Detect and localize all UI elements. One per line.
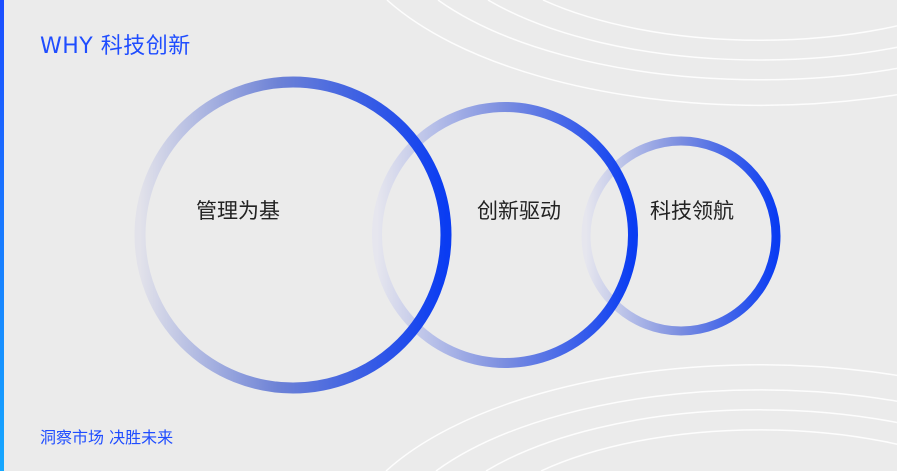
circle-label-2: 创新驱动 — [477, 199, 561, 223]
footer-tagline: 洞察市场 决胜未来 — [40, 428, 174, 447]
circle-label-1: 管理为基 — [196, 199, 280, 223]
page-title: WHY 科技创新 — [40, 34, 191, 59]
left-accent-bar — [0, 0, 4, 471]
decorative-arcs — [385, 0, 897, 471]
circle-label-3: 科技领航 — [650, 199, 734, 223]
